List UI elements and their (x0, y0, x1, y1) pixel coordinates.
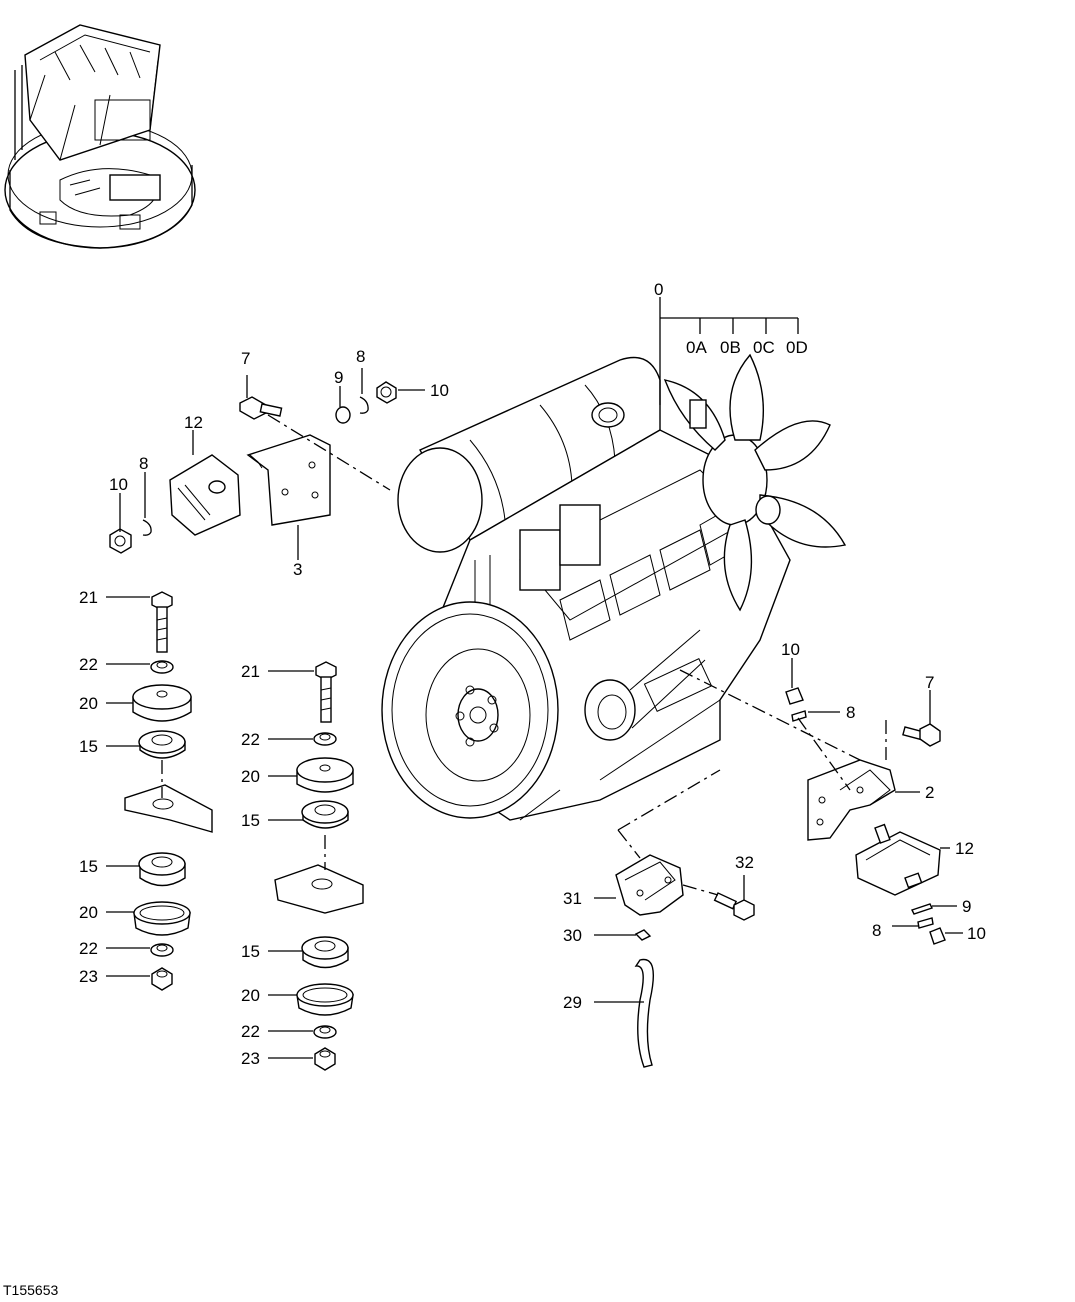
callout-8: 8 (139, 454, 148, 473)
callout-23: 23 (241, 1049, 260, 1068)
callout-0A: 0A (686, 338, 707, 357)
callout-15: 15 (241, 811, 260, 830)
isolator-stack-left (124, 591, 213, 991)
callout-22: 22 (241, 730, 260, 749)
callout-2: 2 (925, 783, 934, 802)
figure-id: T155653 (3, 1282, 58, 1298)
callout-0D: 0D (786, 338, 808, 357)
callout-22: 22 (241, 1022, 260, 1041)
flywheel (381, 601, 559, 819)
callout-22: 22 (79, 655, 98, 674)
callout-21: 21 (79, 588, 98, 607)
right-mount-bracket (785, 687, 946, 945)
callout-7: 7 (241, 349, 250, 368)
callout-7: 7 (925, 673, 934, 692)
callout-20: 20 (241, 986, 260, 1005)
callout-32: 32 (735, 853, 754, 872)
isolator-stack-center (274, 661, 364, 1071)
callout-3: 3 (293, 560, 302, 579)
callout-31: 31 (563, 889, 582, 908)
front-bracket (615, 854, 755, 1068)
callout-0: 0 (654, 280, 663, 299)
callout-21: 21 (241, 662, 260, 681)
callout-8: 8 (846, 703, 855, 722)
callout-10: 10 (781, 640, 800, 659)
cooling-fan (663, 353, 847, 612)
callout-9: 9 (334, 368, 343, 387)
leader-lines (106, 297, 963, 1059)
callout-20: 20 (79, 903, 98, 922)
callout-0B: 0B (720, 338, 741, 357)
callout-15: 15 (79, 737, 98, 756)
callout-29: 29 (563, 993, 582, 1012)
callout-20: 20 (241, 767, 260, 786)
callout-8: 8 (356, 347, 365, 366)
callout-20: 20 (79, 694, 98, 713)
left-mount-bracket (109, 381, 397, 554)
callout-15: 15 (79, 857, 98, 876)
callout-15: 15 (241, 942, 260, 961)
engine-assembly (381, 353, 847, 821)
callout-10: 10 (109, 475, 128, 494)
callout-12: 12 (184, 413, 203, 432)
callout-22: 22 (79, 939, 98, 958)
callout-10: 10 (967, 924, 986, 943)
callout-0C: 0C (753, 338, 775, 357)
callout-labels: 0 0A 0B 0C 0D 7 8 9 10 12 8 10 3 21 22 2… (79, 280, 986, 1068)
callout-9: 9 (962, 897, 971, 916)
callout-30: 30 (563, 926, 582, 945)
excavator-thumbnail (4, 24, 196, 249)
callout-10: 10 (430, 381, 449, 400)
callout-23: 23 (79, 967, 98, 986)
callout-8: 8 (872, 921, 881, 940)
callout-12: 12 (955, 839, 974, 858)
